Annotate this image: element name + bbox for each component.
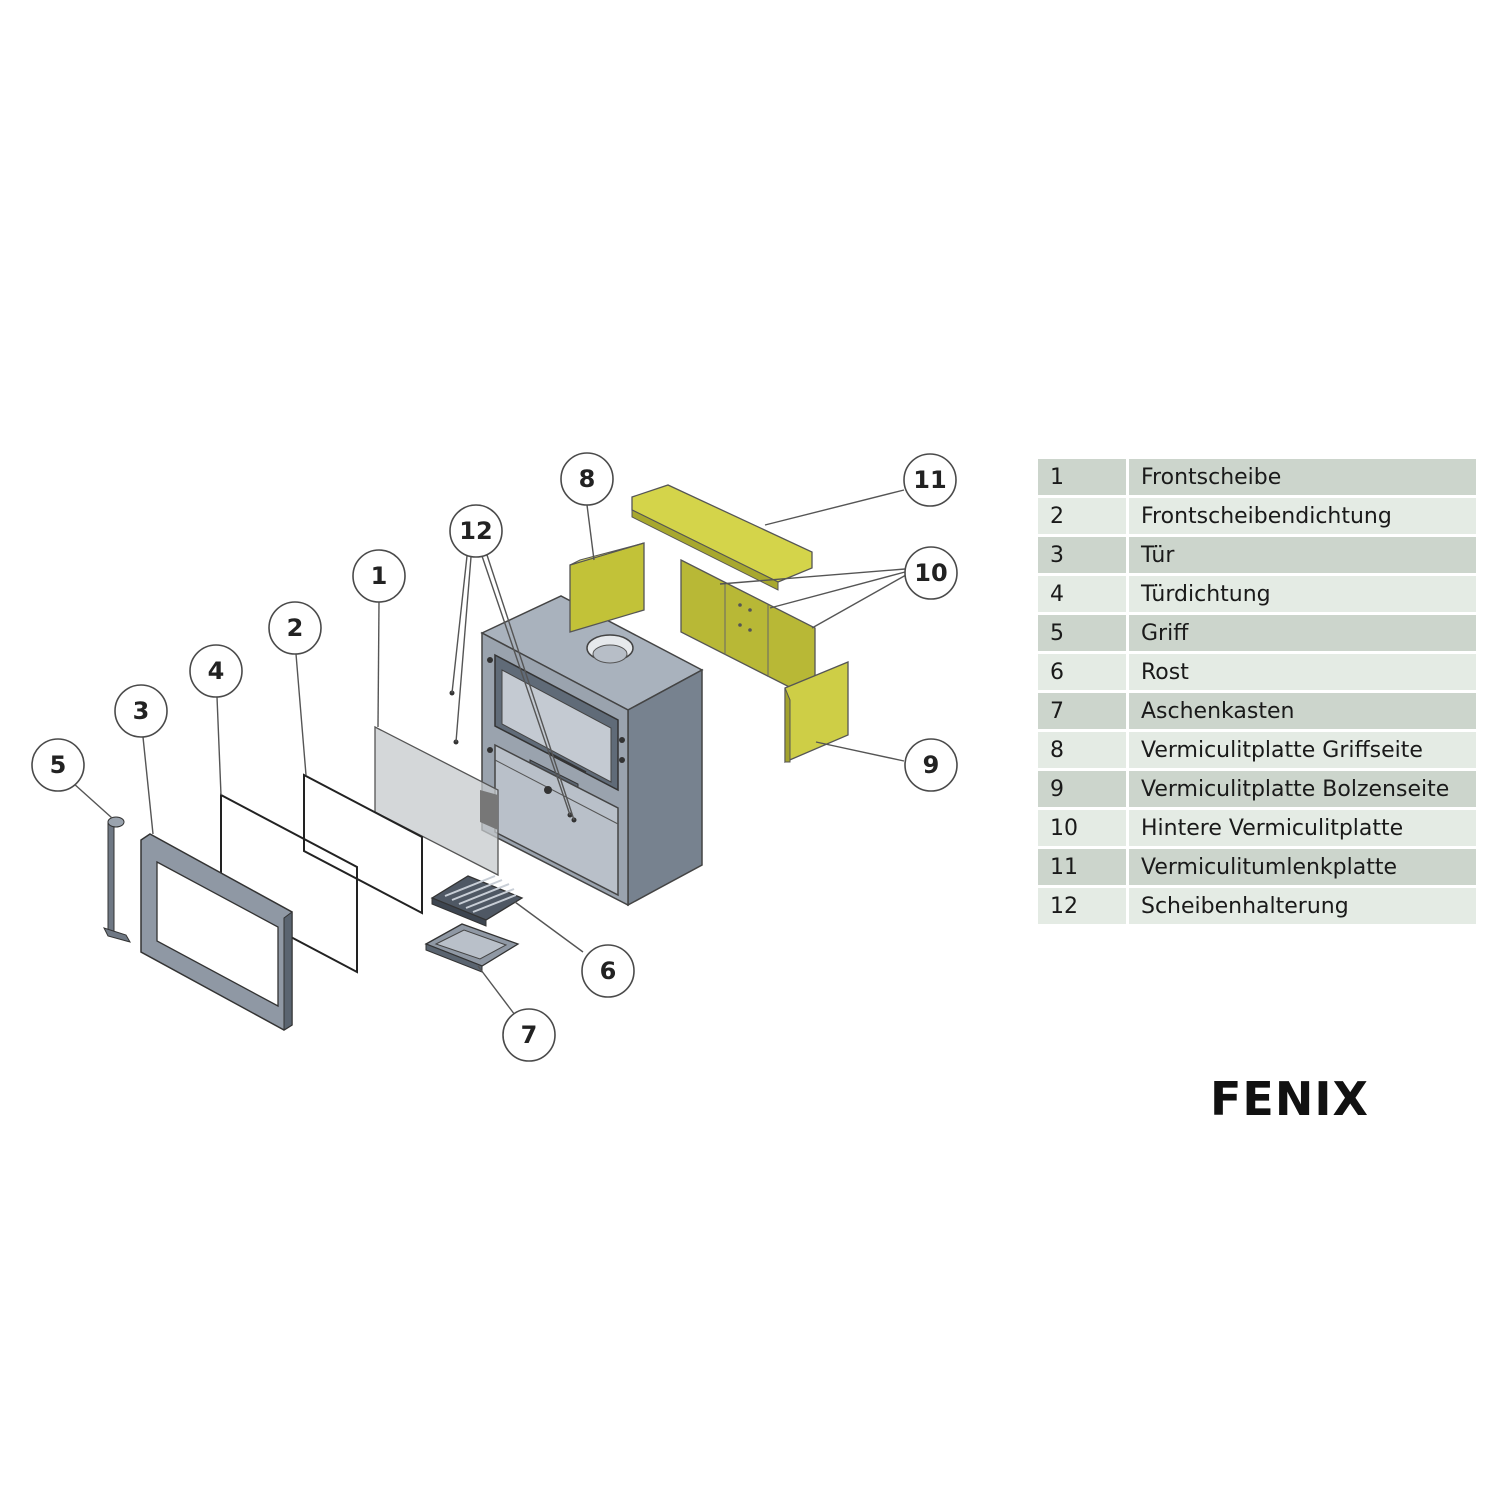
callout-label: 3	[133, 697, 150, 725]
model-name: FENIX	[1210, 1072, 1369, 1126]
callout-label: 6	[600, 957, 617, 985]
callout-label: 2	[287, 614, 304, 642]
part-name: Vermiculitumlenkplatte	[1129, 849, 1476, 885]
ash-box	[424, 923, 520, 973]
callout-8: 8	[560, 452, 614, 506]
part-number: 3	[1038, 537, 1129, 573]
callout-4: 4	[189, 644, 243, 698]
part-number: 12	[1038, 888, 1129, 924]
front-glass	[374, 725, 499, 877]
part-name: Rost	[1129, 654, 1476, 690]
part-number: 1	[1038, 459, 1129, 495]
part-name: Frontscheibendichtung	[1129, 498, 1476, 534]
callout-7: 7	[502, 1008, 556, 1062]
part-number: 7	[1038, 693, 1129, 729]
callout-label: 11	[913, 466, 946, 494]
part-name: Vermiculitplatte Bolzenseite	[1129, 771, 1476, 807]
grate	[430, 875, 524, 927]
callout-label: 9	[923, 751, 940, 779]
stove-body	[480, 595, 704, 907]
part-number: 2	[1038, 498, 1129, 534]
part-name: Aschenkasten	[1129, 693, 1476, 729]
part-name: Vermiculitplatte Griffseite	[1129, 732, 1476, 768]
part-number: 9	[1038, 771, 1129, 807]
part-name: Griff	[1129, 615, 1476, 651]
callout-label: 8	[579, 465, 596, 493]
callout-1: 1	[352, 549, 406, 603]
callout-label: 10	[914, 559, 947, 587]
callout-11: 11	[903, 453, 957, 507]
leader-lines	[72, 489, 907, 1016]
handle	[103, 816, 132, 943]
vermiculite-plate-bolzenseite	[784, 661, 849, 763]
callout-9: 9	[904, 738, 958, 792]
callout-3: 3	[114, 684, 168, 738]
callout-label: 7	[521, 1021, 538, 1049]
part-name: Hintere Vermiculitplatte	[1129, 810, 1476, 846]
door-gasket	[220, 793, 358, 974]
callout-12: 12	[449, 504, 503, 558]
part-number: 11	[1038, 849, 1129, 885]
callout-label: 1	[371, 562, 388, 590]
callout-5: 5	[31, 738, 85, 792]
part-name: Türdichtung	[1129, 576, 1476, 612]
part-number: 10	[1038, 810, 1129, 846]
vermiculite-plate-griffseite	[569, 542, 645, 633]
callout-label: 12	[459, 517, 492, 545]
callout-6: 6	[581, 944, 635, 998]
part-name: Tür	[1129, 537, 1476, 573]
callout-10: 10	[904, 546, 958, 600]
callout-label: 4	[208, 657, 225, 685]
vermiculite-deflector-plate	[631, 484, 813, 591]
front-glass-gasket	[303, 773, 423, 915]
callout-label: 5	[50, 751, 67, 779]
callout-2: 2	[268, 601, 322, 655]
part-number: 6	[1038, 654, 1129, 690]
part-number: 4	[1038, 576, 1129, 612]
part-name: Frontscheibe	[1129, 459, 1476, 495]
part-name: Scheibenhalterung	[1129, 888, 1476, 924]
door	[140, 833, 293, 1031]
part-number: 8	[1038, 732, 1129, 768]
part-number: 5	[1038, 615, 1129, 651]
